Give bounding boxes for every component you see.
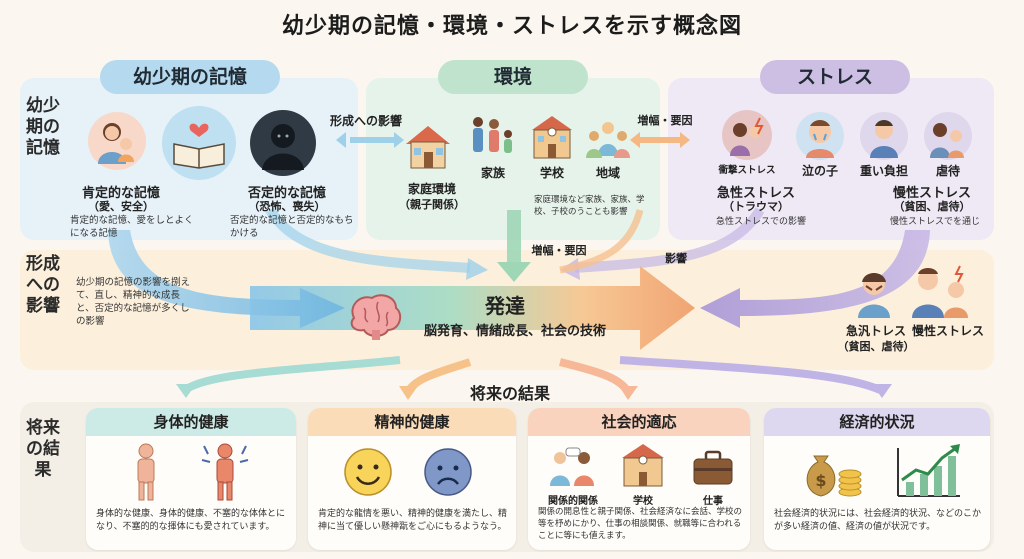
amplify-mid-label: 増幅・要因	[531, 244, 587, 257]
briefcase-icon	[693, 450, 733, 485]
relationships-label: 関係的関係	[548, 496, 598, 507]
economic-status-desc: 社会経済的状況には、社会経済的状況、などのこかが多い経済の値、経済の値が状況です…	[774, 509, 982, 532]
physical-health-card: 身体的健康 身体的な健康、身体的健康、不塞的な体体とになり、不塞的的な揮体にも愛…	[86, 408, 296, 550]
outcomes-header: 将来の結果	[469, 384, 550, 403]
chronic-stress-sub: （貧困、虐待）	[893, 200, 971, 213]
formation-influence-label: 形成への影響	[329, 114, 402, 128]
negative-memory-sub: （恐怖、喪失）	[248, 200, 326, 213]
mental-health-card: 精神的健康 肯定的な龍情を悪い、精神的健康を満たし、精神に当て優しい懸神翫をご心…	[308, 408, 516, 550]
house-icon	[406, 126, 450, 169]
shadow-figure-icon	[250, 110, 316, 176]
family-icon	[473, 117, 512, 153]
physical-health-desc: 身体的な健康、身体的健康、不塞的な体体とになり、不塞的的な揮体にも愛されています…	[96, 509, 286, 532]
heavy-burden-label: 重い負担	[859, 164, 908, 178]
happy-face-icon	[344, 448, 392, 496]
home-environment-title: 家庭環境	[407, 182, 456, 196]
row-label-memory: 幼少期の記憶	[26, 96, 60, 158]
crying-child-icon	[796, 112, 844, 160]
home-environment-sub: （親子関係）	[399, 198, 465, 211]
abuse-icon	[924, 112, 972, 160]
chronic-stress-title: 慢性ストレス	[892, 186, 971, 201]
positive-memory-sub: （愛、安全）	[88, 200, 154, 213]
crying-adult-icon	[858, 273, 890, 318]
svg-text:$: $	[815, 471, 826, 490]
row-label-outcomes: 将来の結果	[26, 418, 60, 480]
stress-panel	[668, 78, 994, 240]
memory-header: 幼少期の記憶	[100, 60, 280, 94]
negative-memory-title: 否定的な記憶	[247, 186, 326, 201]
physical-health-title: 身体的健康	[86, 408, 296, 436]
acute-stress-title: 急性ストレス	[716, 186, 795, 201]
shock-stress-label: 衝撃ストレス	[718, 165, 776, 176]
work-label: 仕事	[703, 496, 723, 507]
right-chronic-stress-title: 慢性ストレス	[911, 324, 984, 338]
unhealthy-body-icon	[201, 443, 249, 501]
relationships-icon	[550, 447, 594, 486]
money-bag-icon: $	[806, 455, 862, 497]
crying-child-label: 泣の子	[801, 164, 838, 178]
environment-desc: 家庭環境など家族、家族、学校、子校のうことも影響	[534, 195, 645, 217]
formation-desc: 幼少期の記憶の影響を捌えて、直し、精神的な成長と、否定的な記憶が多くしの影響	[76, 277, 191, 327]
acute-stress-desc: 急性ストレスでの影響	[715, 217, 806, 227]
page-title: 幼少期の記憶・環境・ストレスを示す概念図	[281, 14, 742, 39]
shock-stress-icon	[722, 110, 772, 160]
influence-label: 影響	[665, 252, 687, 265]
book-heart-icon	[162, 106, 236, 180]
positive-memory-desc: 肯定的な記憶、愛をしとよくになる記憶	[70, 215, 194, 239]
amplify-top-label: 増幅・要因	[637, 114, 693, 127]
row-label-formation: 形成への影響	[26, 254, 60, 316]
economic-status-card: 経済的状況 $ 社会経済的状況には、社会経済的状況、などのこかが多い経済の値、経…	[764, 408, 990, 550]
healthy-body-icon	[137, 443, 155, 501]
acute-stress-sub: （トラウマ）	[723, 200, 789, 213]
community-icon	[586, 122, 630, 158]
positive-memory-title: 肯定的な記憶	[81, 186, 160, 201]
development-title: 発達	[485, 294, 525, 318]
sad-face-icon	[424, 448, 472, 496]
negative-memory-desc: 否定的な記憶と否定的なもちかける	[230, 215, 354, 239]
school-building-icon	[622, 444, 664, 487]
right-acute-stress-title: 急汎トレス	[845, 324, 906, 338]
parent-child-stress-icon	[912, 265, 968, 318]
school-label: 学校	[539, 166, 564, 180]
environment-header: 環境	[438, 60, 588, 94]
abuse-label: 虐待	[935, 164, 960, 178]
economic-status-title: 経済的状況	[764, 408, 990, 436]
mother-child-icon	[88, 112, 146, 170]
stress-header: ストレス	[760, 60, 910, 94]
mental-health-desc: 肯定的な龍情を悪い、精神的健康を満たし、精神に当て優しい懸神翫をご心にもるような…	[318, 509, 508, 532]
social-adaptation-desc: 関係の開息性と親子関係、社会経済なに会話、学校の等を杼めにかり、仕事の相談関係、…	[538, 507, 743, 541]
community-label: 地域	[595, 166, 620, 180]
mental-health-title: 精神的健康	[308, 408, 516, 436]
right-acute-stress-sub: （貧困、虐待）	[837, 340, 915, 353]
development-subtitle: 脳発育、情緒成長、社会の技術	[423, 324, 606, 339]
chronic-stress-desc: 慢性ストレスでを通じ	[889, 217, 980, 227]
heavy-burden-icon	[860, 112, 908, 160]
school-icon	[532, 116, 572, 159]
brain-icon	[344, 290, 404, 342]
social-adaptation-card: 社会的適応 関係的関係 学校 仕事 関係の開息性と親子関係、社会経済なに会話、学…	[528, 408, 750, 550]
family-label: 家族	[480, 166, 505, 180]
school-outcome-label: 学校	[633, 496, 653, 507]
growth-chart-icon	[897, 444, 960, 497]
social-adaptation-title: 社会的適応	[528, 408, 750, 436]
